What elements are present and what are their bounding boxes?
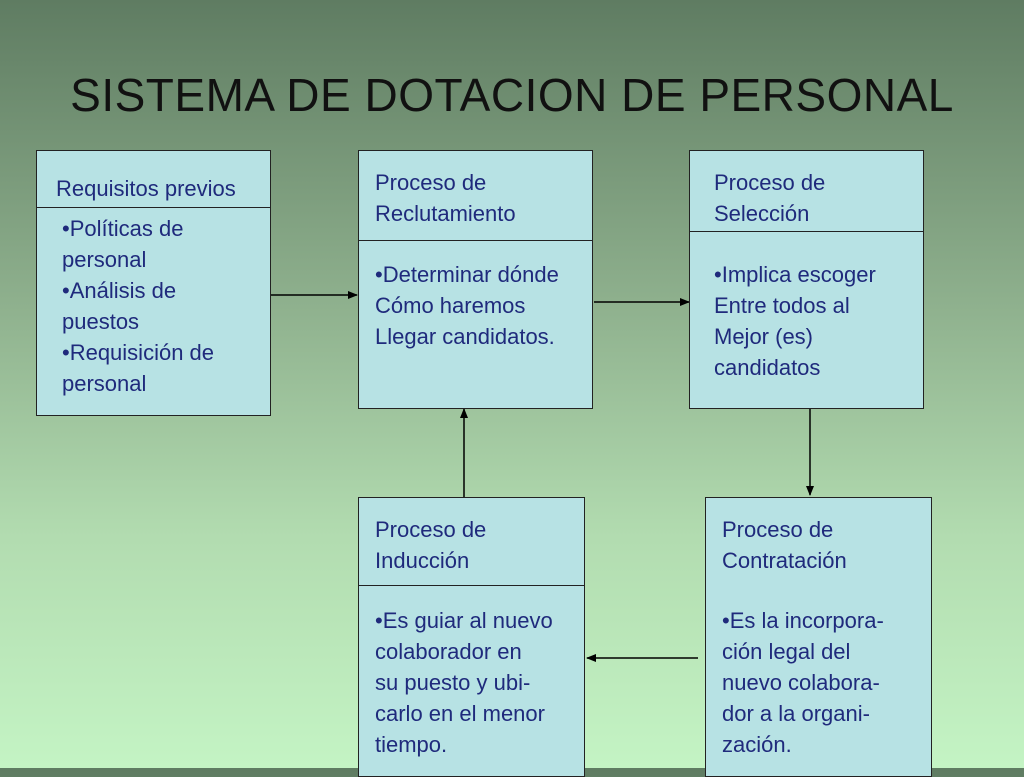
body-line: personal	[62, 247, 147, 272]
box-heading: Proceso de Reclutamiento	[359, 151, 592, 241]
box-body: •Implica escoger Entre todos al Mejor (e…	[690, 232, 923, 408]
body-line: candidatos	[714, 355, 821, 380]
body-line: •Requisición de	[62, 340, 215, 365]
box-proceso-contratacion: Proceso de Contratación •Es la incorpora…	[705, 497, 932, 777]
heading-line: Requisitos previos	[56, 176, 236, 201]
box-requisitos-previos: Requisitos previos •Políticas de persona…	[36, 150, 271, 416]
box-heading: Requisitos previos	[37, 151, 270, 208]
heading-line: Selección	[714, 201, 810, 226]
box-heading: Proceso de Inducción	[359, 498, 584, 586]
heading-line: Reclutamiento	[375, 201, 516, 226]
heading-line: Proceso de	[714, 170, 826, 195]
heading-line: Proceso de	[375, 517, 487, 542]
box-heading: Proceso de Selección	[690, 151, 923, 232]
heading-line: Inducción	[375, 548, 470, 573]
body-line: •Implica escoger	[714, 262, 876, 287]
body-line: tiempo.	[375, 732, 448, 757]
heading-line: Proceso de	[722, 517, 834, 542]
heading-line: Proceso de	[375, 170, 487, 195]
body-line: •Políticas de	[62, 216, 184, 241]
box-proceso-reclutamiento: Proceso de Reclutamiento •Determinar dón…	[358, 150, 593, 409]
page-title: SISTEMA DE DOTACION DE PERSONAL	[70, 69, 954, 121]
body-line: •Análisis de	[62, 278, 177, 303]
body-line: personal	[62, 371, 147, 396]
body-line: zación.	[722, 732, 792, 757]
box-proceso-induccion: Proceso de Inducción •Es guiar al nuevo …	[358, 497, 585, 777]
body-line: Mejor (es)	[714, 324, 814, 349]
body-line: •Es guiar al nuevo	[375, 608, 553, 633]
body-line: nuevo colabora-	[722, 670, 880, 695]
box-body: •Determinar dónde Cómo haremos Llegar ca…	[359, 241, 592, 408]
body-line: Entre todos al	[714, 293, 850, 318]
body-line: colaborador en	[375, 639, 522, 664]
body-line: ción legal del	[722, 639, 851, 664]
box-heading: Proceso de Contratación	[706, 498, 931, 586]
box-proceso-seleccion: Proceso de Selección •Implica escoger En…	[689, 150, 924, 409]
body-line: carlo en el menor	[375, 701, 545, 726]
body-line: Llegar candidatos.	[375, 324, 555, 349]
body-line: su puesto y ubi-	[375, 670, 531, 695]
body-line: Cómo haremos	[375, 293, 526, 318]
box-body: •Es guiar al nuevo colaborador en su pue…	[359, 586, 584, 776]
body-line: puestos	[62, 309, 140, 334]
heading-line: Contratación	[722, 548, 847, 573]
box-body: •Políticas de personal •Análisis de pues…	[37, 208, 270, 415]
box-body: •Es la incorpora- ción legal del nuevo c…	[706, 586, 931, 776]
body-line: •Es la incorpora-	[722, 608, 884, 633]
body-line: •Determinar dónde	[375, 262, 559, 287]
body-line: dor a la organi-	[722, 701, 870, 726]
